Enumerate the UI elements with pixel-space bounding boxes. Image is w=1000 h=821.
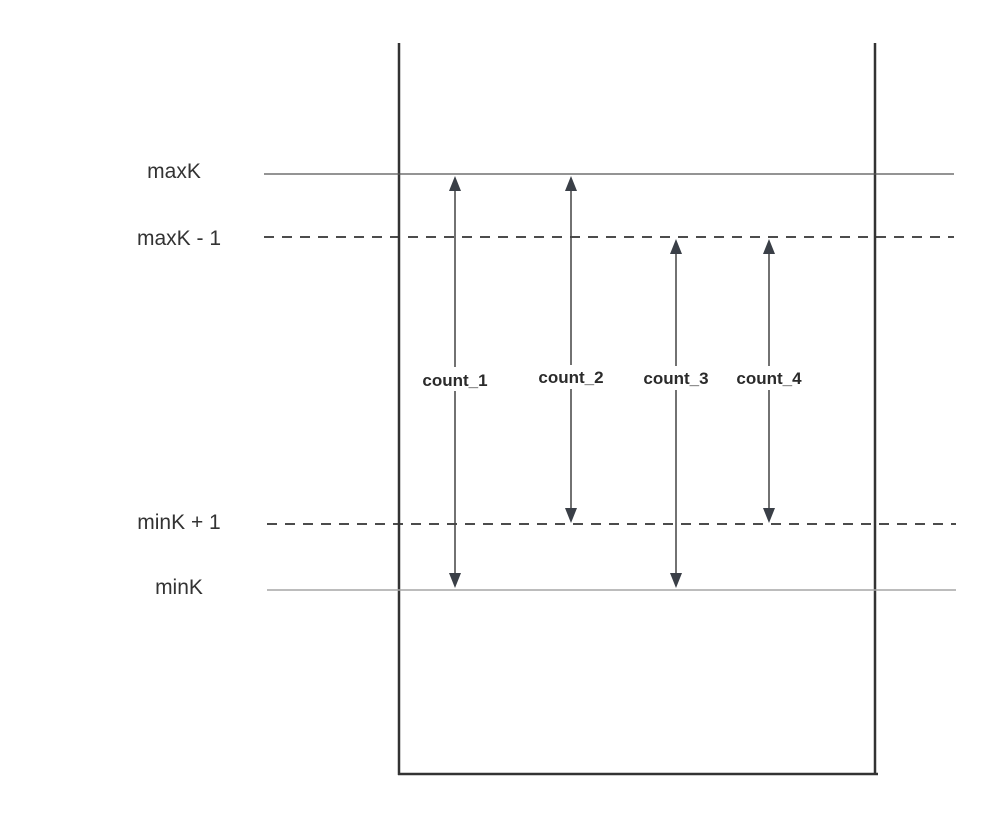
count-3-label: count_3: [643, 369, 708, 388]
count-1-label: count_1: [422, 371, 487, 390]
count-3-label-bg: [637, 366, 715, 390]
count-2-label: count_2: [538, 368, 603, 387]
count-2-arrow: [565, 176, 577, 523]
mink-label: minK: [155, 576, 203, 599]
maxk-label: maxK: [147, 160, 201, 183]
mink-plus-1-label: minK + 1: [137, 511, 220, 534]
maxk-minus-1-label: maxK - 1: [137, 227, 221, 250]
count-2-label-bg: [532, 365, 610, 389]
count-4-label: count_4: [736, 369, 802, 388]
count-3-arrow: [670, 239, 682, 588]
count-1-label-bg: [416, 367, 494, 391]
count-4-label-bg: [730, 366, 808, 390]
